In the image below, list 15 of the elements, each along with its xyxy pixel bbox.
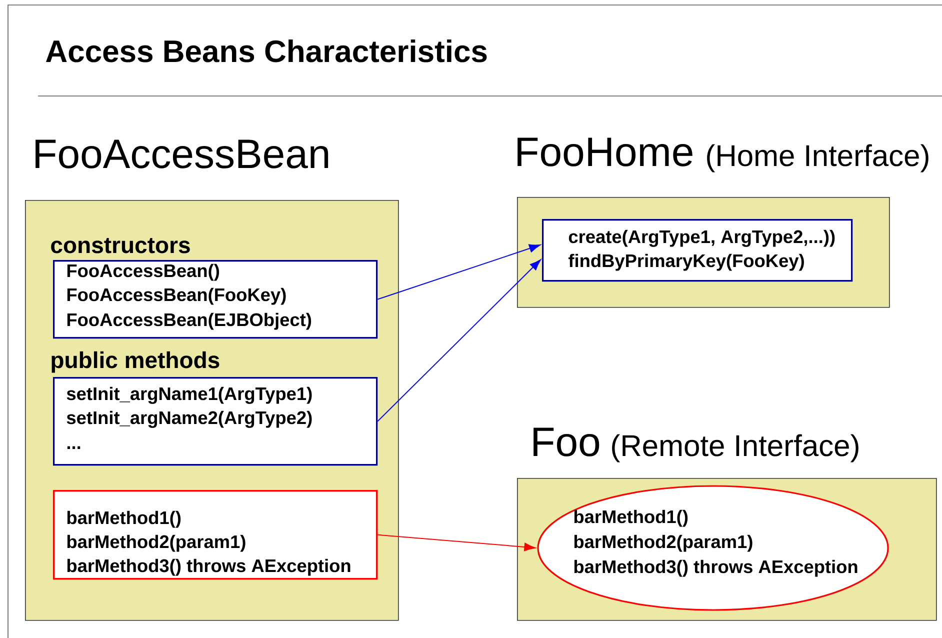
method-box: setInit_argName1(ArgType1) setInit_argName2(ArgType2) ... [53, 377, 378, 466]
section-label: constructors [51, 238, 190, 254]
arrow [377, 244, 540, 300]
method-box: create(ArgType1, ArgType2,...)) findByPrimaryKey(FooKey) [542, 219, 853, 282]
heading: Foo [534, 428, 600, 456]
heading: FooHome [518, 138, 692, 166]
subheading: (Remote Interface) [612, 434, 858, 462]
subheading: (Home Interface) [707, 144, 928, 172]
arrow [377, 259, 541, 422]
heading: FooAccessBean [36, 140, 328, 168]
method-box: barMethod1() barMethod2(param1) barMethod3() throws AException [53, 490, 378, 580]
title: Access Beans Characteristics [46, 40, 487, 62]
arrow [377, 534, 536, 552]
method-box: FooAccessBean() FooAccessBean(FooKey) FooAccessBean(EJBObject) [53, 260, 378, 339]
section-label: public methods [52, 351, 220, 373]
